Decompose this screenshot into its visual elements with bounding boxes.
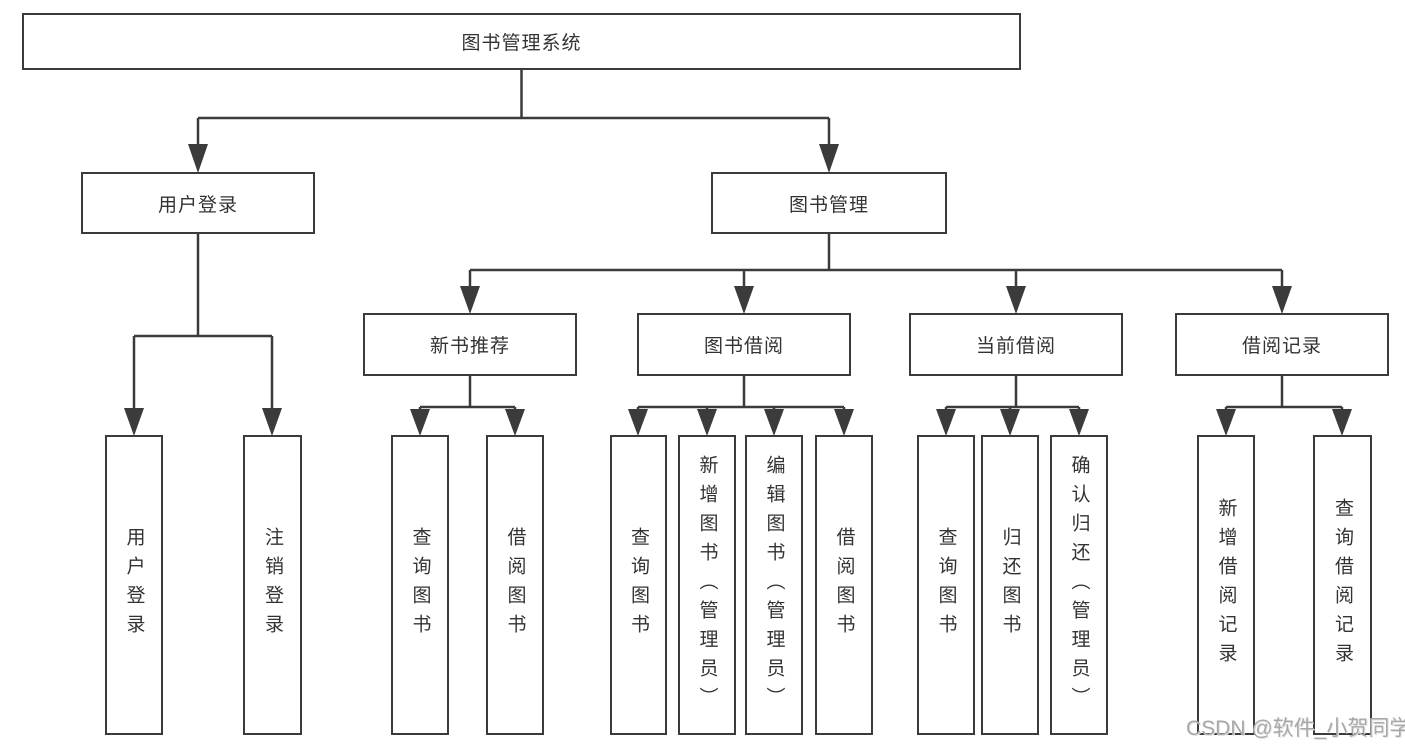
leaf-label: 查询图书	[409, 527, 431, 643]
node-book-management: 图书管理	[711, 172, 947, 234]
leaf-label: 确认归还（管理员）	[1068, 454, 1090, 716]
leaf-label: 编辑图书（管理员）	[763, 454, 785, 716]
leaf-label: 查询图书	[628, 527, 649, 643]
leaf-add-books-admin: 新增图书（管理员）	[678, 435, 736, 735]
leaf-return-books: 归还图书	[981, 435, 1039, 735]
node-label: 图书管理	[788, 194, 869, 216]
node-user-login: 用户登录	[81, 172, 315, 234]
leaf-user-login: 用户登录	[105, 435, 163, 735]
node-borrowing-records: 借阅记录	[1175, 313, 1389, 376]
leaf-query-books-recommend: 查询图书	[391, 435, 449, 735]
leaf-label: 注销登录	[262, 527, 283, 643]
arrowhead-icons	[124, 144, 1352, 436]
node-new-book-recommendation: 新书推荐	[363, 313, 577, 376]
node-label: 用户登录	[157, 194, 238, 216]
leaf-borrow-books-recommend: 借阅图书	[486, 435, 544, 735]
node-label: 当前借阅	[975, 336, 1056, 357]
leaf-label: 借阅图书	[504, 527, 526, 643]
leaf-query-borrow-record: 查询借阅记录	[1313, 435, 1372, 735]
leaf-confirm-return-admin: 确认归还（管理员）	[1050, 435, 1108, 735]
node-library-management-system: 图书管理系统	[22, 13, 1021, 70]
node-label: 借阅记录	[1241, 336, 1322, 357]
leaf-label: 新增借阅记录	[1215, 498, 1237, 672]
leaf-logout: 注销登录	[243, 435, 302, 735]
leaf-edit-books-admin: 编辑图书（管理员）	[745, 435, 803, 735]
leaf-query-books-current: 查询图书	[917, 435, 975, 735]
node-book-borrowing: 图书借阅	[637, 313, 851, 376]
csdn-watermark: CSDN @软件_小贺同学	[1186, 717, 1405, 740]
leaf-add-borrow-record: 新增借阅记录	[1197, 435, 1255, 735]
node-label: 新书推荐	[429, 336, 510, 357]
leaf-label: 归还图书	[999, 527, 1021, 643]
leaf-label: 查询借阅记录	[1332, 498, 1353, 672]
leaf-query-books-borrow: 查询图书	[610, 435, 667, 735]
node-label: 图书借阅	[703, 336, 784, 357]
node-label: 图书管理系统	[461, 33, 582, 54]
leaf-label: 借阅图书	[833, 527, 855, 643]
leaf-label: 新增图书（管理员）	[696, 454, 718, 716]
node-current-borrowing: 当前借阅	[909, 313, 1123, 376]
leaf-borrow-books: 借阅图书	[815, 435, 873, 735]
leaf-label: 用户登录	[123, 527, 145, 643]
leaf-label: 查询图书	[935, 527, 957, 643]
